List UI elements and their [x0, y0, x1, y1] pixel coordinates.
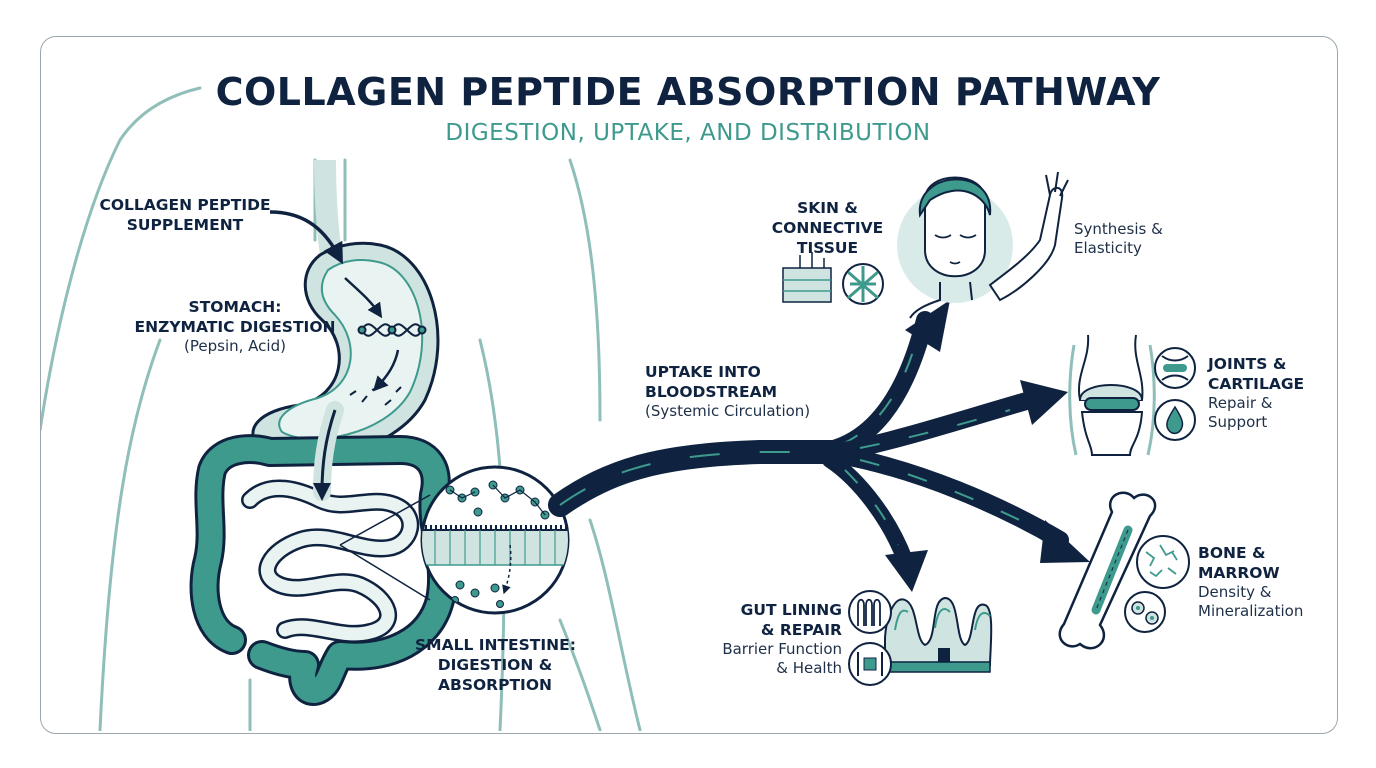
supplement-label-line1: COLLAGEN PEPTIDE: [95, 195, 275, 215]
bloodstream-detail: (Systemic Circulation): [645, 402, 845, 421]
gut-label: GUT LINING & REPAIR Barrier Function & H…: [712, 600, 842, 678]
skin-detail-line2: Elasticity: [1074, 239, 1163, 258]
synovial-fluid-icon: [1155, 400, 1195, 440]
bone-detail-line2: Mineralization: [1198, 602, 1303, 621]
bloodstream-label: UPTAKE INTO BLOODSTREAM (Systemic Circul…: [645, 362, 845, 421]
bloodstream-title-line2: BLOODSTREAM: [645, 382, 845, 402]
stomach-label: STOMACH: ENZYMATIC DIGESTION (Pepsin, Ac…: [130, 297, 340, 356]
tight-junction-icon: [849, 643, 891, 685]
joints-label: JOINTS & CARTILAGE Repair & Support: [1208, 354, 1304, 432]
stomach-title-line2: ENZYMATIC DIGESTION: [130, 317, 340, 337]
skin-title-line3: TISSUE: [765, 238, 890, 258]
face-illustration: [897, 178, 1013, 319]
joints-detail-line2: Support: [1208, 413, 1304, 432]
bone-matrix-icon: [1137, 536, 1189, 588]
stomach-title-line1: STOMACH:: [130, 297, 340, 317]
joints-title-line2: CARTILAGE: [1208, 374, 1304, 394]
cartilage-icon: [1155, 348, 1195, 388]
gut-title-line1: GUT LINING: [712, 600, 842, 620]
gut-detail-line1: Barrier Function: [712, 640, 842, 659]
skin-title-line2: CONNECTIVE: [765, 218, 890, 238]
intestine-label: SMALL INTESTINE: DIGESTION & ABSORPTION: [415, 635, 575, 695]
intestine-title-line1: SMALL INTESTINE:: [415, 635, 575, 655]
skin-layers-icon: [783, 252, 831, 302]
intestinal-villi-zoom: [420, 467, 570, 613]
bone-title-line1: BONE &: [1198, 543, 1303, 563]
joints-detail-line1: Repair &: [1208, 394, 1304, 413]
gut-detail-line2: & Health: [712, 659, 842, 678]
collagen-fiber-icon: [843, 264, 883, 304]
skin-detail-line1: Synthesis &: [1074, 220, 1163, 239]
bone-detail-line1: Density &: [1198, 583, 1303, 602]
intestine-title-line3: ABSORPTION: [415, 675, 575, 695]
bone-title-line2: MARROW: [1198, 563, 1303, 583]
supplement-label-line2: SUPPLEMENT: [95, 215, 275, 235]
page-subtitle: DIGESTION, UPTAKE, AND DISTRIBUTION: [0, 120, 1376, 146]
joints-title-line1: JOINTS &: [1208, 354, 1304, 374]
skin-title-line1: SKIN &: [765, 198, 890, 218]
supplement-label: COLLAGEN PEPTIDE SUPPLEMENT: [95, 195, 275, 235]
skin-label: SKIN & CONNECTIVE TISSUE: [765, 198, 890, 258]
bloodstream-flow: [560, 452, 840, 505]
esophagus: [325, 160, 332, 262]
intestine-title-line2: DIGESTION &: [415, 655, 575, 675]
skin-detail: Synthesis & Elasticity: [1074, 220, 1163, 258]
small-intestine-illustration: [250, 488, 410, 633]
villi-detail-icon: [849, 591, 891, 633]
knee-joint-illustration: [1070, 335, 1155, 455]
marrow-cells-icon: [1125, 592, 1165, 632]
bloodstream-title-line1: UPTAKE INTO: [645, 362, 845, 382]
page-title: COLLAGEN PEPTIDE ABSORPTION PATHWAY: [0, 70, 1376, 114]
gut-villi-illustration: [885, 598, 991, 672]
bone-label: BONE & MARROW Density & Mineralization: [1198, 543, 1303, 621]
stomach-detail: (Pepsin, Acid): [130, 337, 340, 356]
gut-title-line2: & REPAIR: [712, 620, 842, 640]
